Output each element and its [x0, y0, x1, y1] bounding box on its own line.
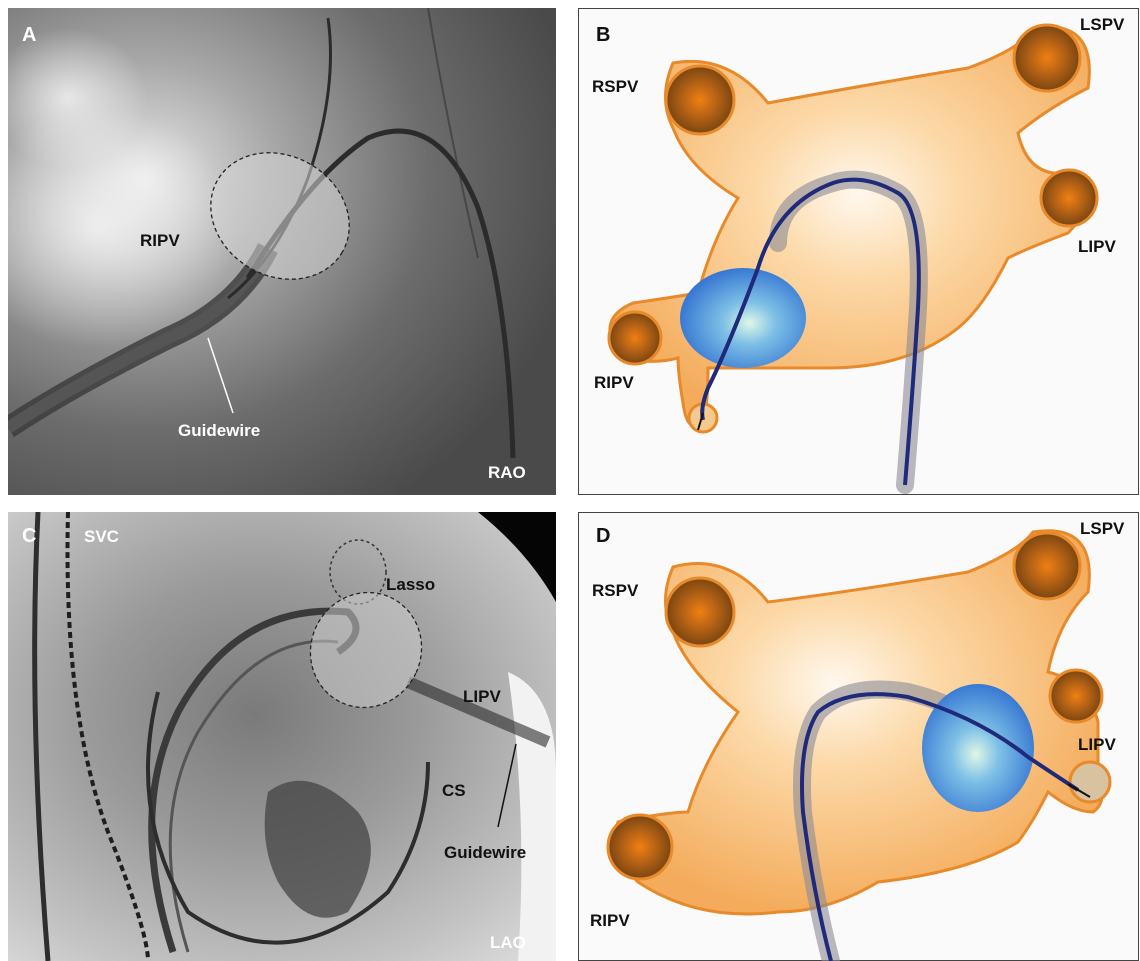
- rspv-label: RSPV: [592, 581, 639, 600]
- panel-c-fluoroscopy: C SVC Lasso LIPV CS Guidewire LAO: [8, 512, 556, 961]
- rspv-vein: [666, 66, 734, 134]
- lipv-vein: [1041, 170, 1097, 226]
- rspv-label: RSPV: [592, 77, 639, 96]
- lasso-label: Lasso: [386, 575, 435, 594]
- panel-b-diagram: B RSPV LSPV LIPV RIPV: [578, 8, 1139, 495]
- guidewire-label: Guidewire: [178, 421, 260, 440]
- panel-a-fluoroscopy: A RIPV Guidewire RAO: [8, 8, 556, 495]
- rspv-vein: [666, 578, 734, 646]
- cs-label: CS: [442, 781, 466, 800]
- lipv-label: LIPV: [463, 687, 501, 706]
- svc-label: SVC: [84, 527, 119, 546]
- panel-letter: A: [22, 24, 36, 46]
- balloon-catheter: [680, 268, 806, 368]
- ripv-label: RIPV: [140, 231, 180, 250]
- lipv-label: LIPV: [1078, 237, 1116, 256]
- fluoroscopy-image-rao: A RIPV Guidewire RAO: [8, 8, 556, 495]
- panel-letter: B: [596, 24, 610, 46]
- guidewire-label: Guidewire: [444, 843, 526, 862]
- lipv-label: LIPV: [1078, 735, 1116, 754]
- ripv-vein: [608, 815, 672, 879]
- view-label: RAO: [488, 463, 526, 482]
- panel-letter: D: [596, 525, 610, 547]
- ripv-label: RIPV: [590, 911, 630, 930]
- lspv-vein: [1014, 25, 1080, 91]
- atrium-diagram: B RSPV LSPV LIPV RIPV: [578, 8, 1139, 495]
- lspv-label: LSPV: [1080, 15, 1125, 34]
- lspv-label: LSPV: [1080, 519, 1125, 538]
- panel-d-diagram: D RSPV LSPV LIPV RIPV: [578, 512, 1139, 961]
- fluoroscopy-image-lao: C SVC Lasso LIPV CS Guidewire LAO: [8, 512, 556, 961]
- ripv-label: RIPV: [594, 373, 634, 392]
- ripv-vein: [609, 312, 661, 364]
- panel-letter: C: [22, 525, 36, 547]
- lipv-vein: [1050, 670, 1102, 722]
- view-label: LAO: [490, 933, 526, 952]
- atrium-diagram: D RSPV LSPV LIPV RIPV: [578, 512, 1139, 961]
- lspv-vein: [1014, 533, 1080, 599]
